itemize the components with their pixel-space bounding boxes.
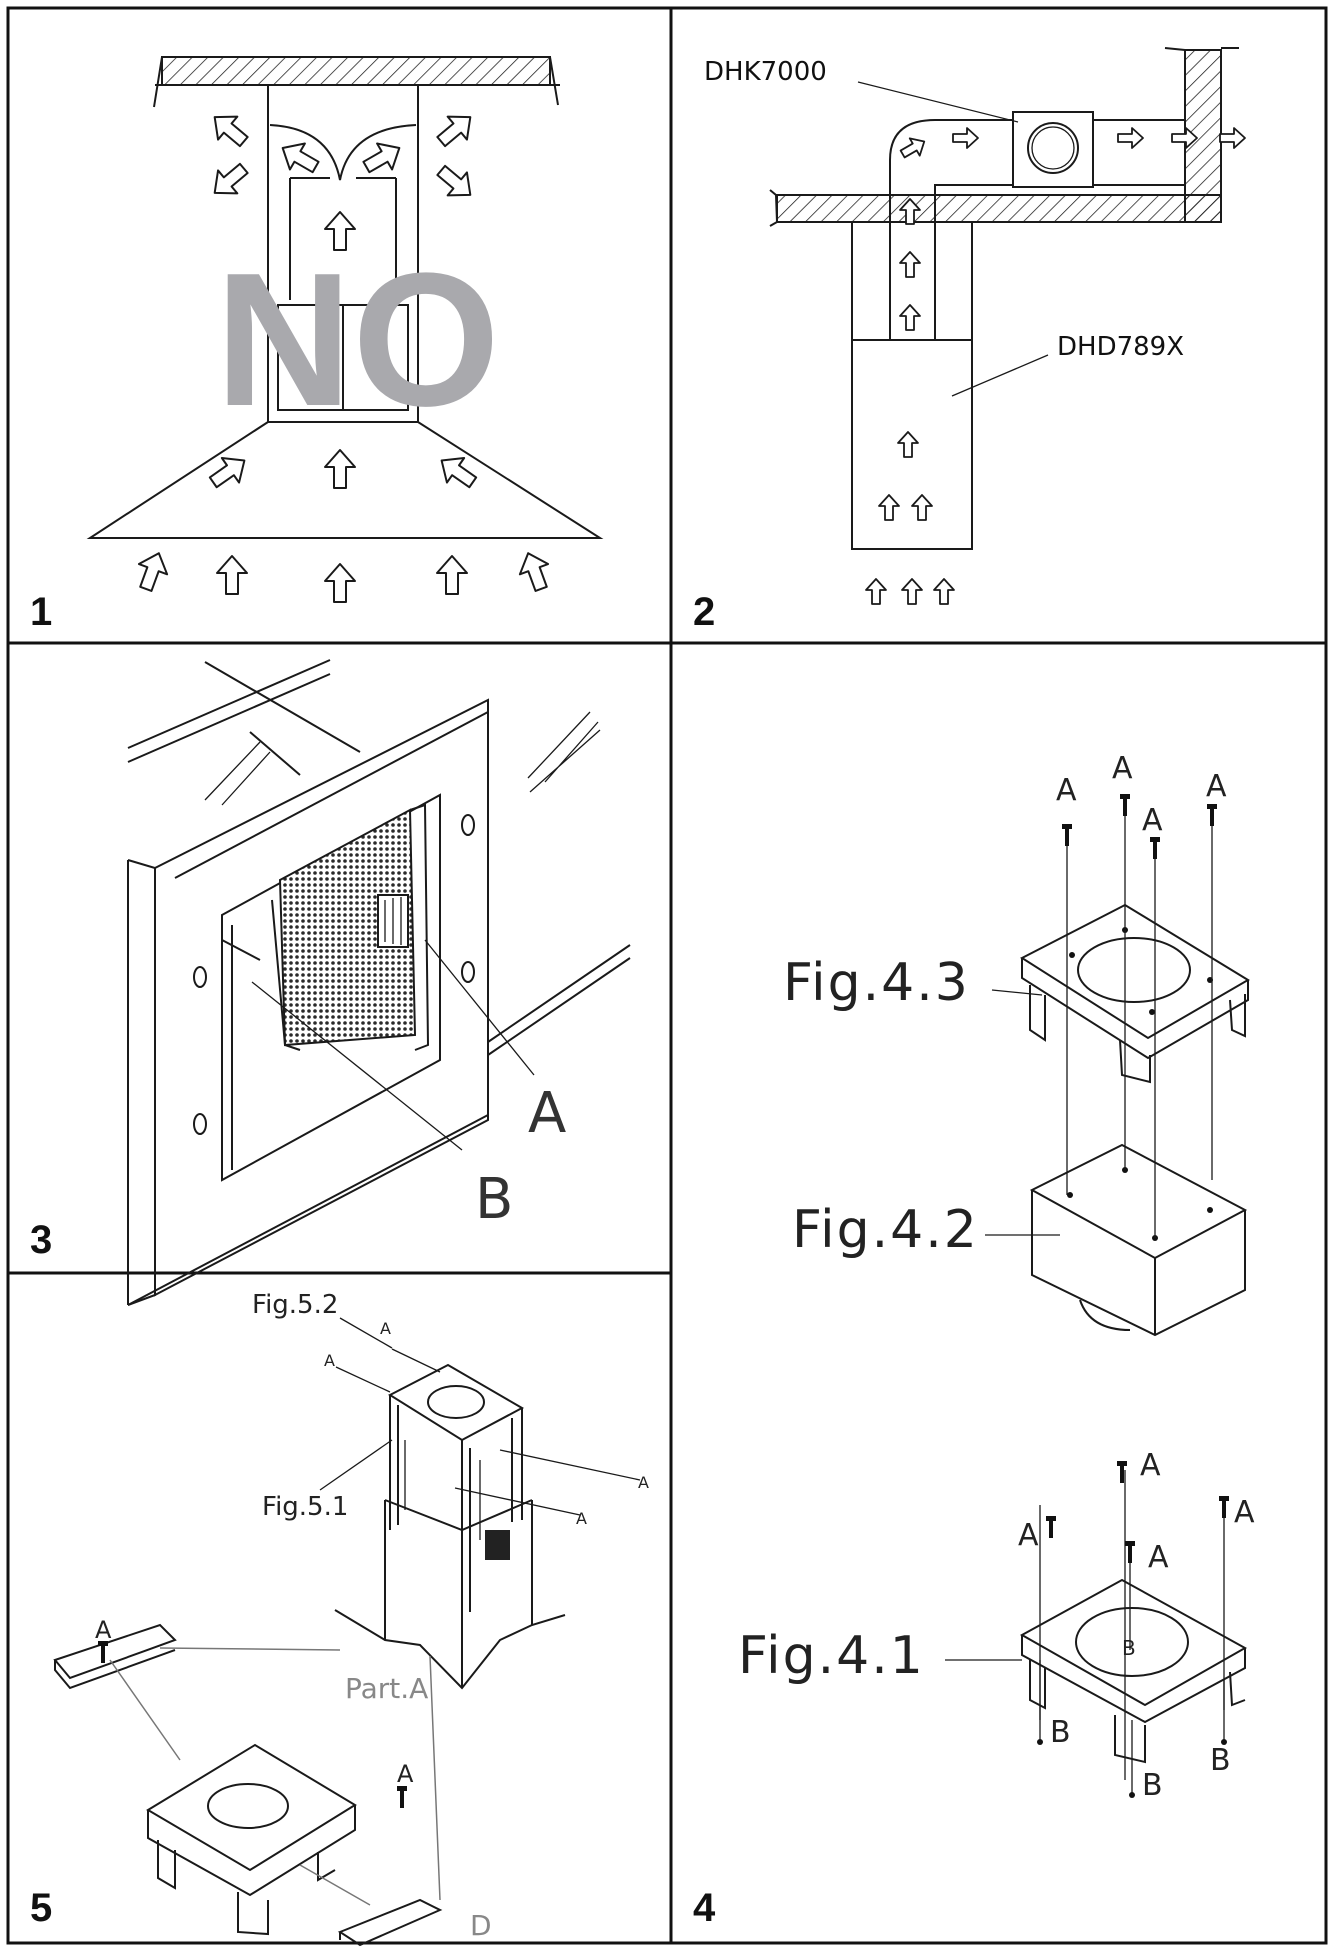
panel-3: A B 3: [30, 659, 631, 1306]
vent-square: [485, 1530, 510, 1560]
screw-label-a-p5-2: A: [324, 1351, 335, 1370]
label-d: D: [470, 1909, 492, 1942]
part-a-label: Part.A: [345, 1672, 428, 1705]
panel-1: NO 1: [30, 56, 604, 634]
grease-filter-mesh: [278, 808, 417, 1047]
ceiling-hatch: [161, 56, 551, 86]
screw-label-a-5: A: [1018, 1518, 1039, 1553]
fig-5-1-label: Fig.5.1: [262, 1492, 348, 1522]
screw-label-a-1: A: [1056, 773, 1077, 808]
screw-label-a-4: A: [1206, 769, 1227, 804]
screw-label-b-2: B: [1142, 1768, 1163, 1803]
panel-number-3: 3: [30, 1218, 52, 1262]
label-dhd789x: DHD789X: [1057, 332, 1184, 362]
screw-label-b-1: B: [1050, 1715, 1071, 1750]
screw-label-a-p5-6: A: [397, 1760, 414, 1788]
panel-number-1: 1: [30, 590, 52, 634]
fig-4-2-label: Fig.4.2: [792, 1200, 979, 1260]
outer-frame: [6, 6, 1328, 1945]
screw-label-a-7: A: [1148, 1540, 1169, 1575]
screw-label-b-3: B: [1210, 1743, 1231, 1778]
screw-label-a-6: A: [1140, 1448, 1161, 1483]
panel-number-5: 5: [30, 1886, 52, 1930]
screw-label-a-p5-3: A: [638, 1473, 649, 1492]
screw-label-b-inner: B: [1122, 1636, 1136, 1660]
label-b-panel3: B: [475, 1167, 513, 1232]
screw-label-a-p5-5: A: [95, 1616, 112, 1644]
screw-label-a-p5-1: A: [380, 1319, 391, 1338]
panel-2: DHK7000 DHD789X 2: [693, 47, 1246, 634]
screw-label-a-2: A: [1112, 751, 1133, 786]
panel-number-2: 2: [693, 590, 715, 634]
screw-label-a-p5-4: A: [576, 1509, 587, 1528]
label-dhk7000: DHK7000: [704, 57, 827, 87]
screw-label-a-8: A: [1234, 1495, 1255, 1530]
fig-5-2-label: Fig.5.2: [252, 1290, 338, 1320]
panel-5: A A A A Fig.5.2 Fig.5.1 A A Part.A D 5: [30, 1290, 649, 1947]
label-a-panel3: A: [528, 1081, 566, 1146]
no-overlay-text: NO: [215, 234, 500, 446]
fig-4-1-label: Fig.4.1: [738, 1626, 925, 1686]
fig-4-3-label: Fig.4.3: [783, 953, 970, 1013]
panel-number-4: 4: [693, 1886, 716, 1930]
panel-4: A A A A A A A A B B B B Fig.4.3 Fig.4.2 …: [693, 751, 1255, 1930]
screw-label-a-3: A: [1142, 803, 1163, 838]
